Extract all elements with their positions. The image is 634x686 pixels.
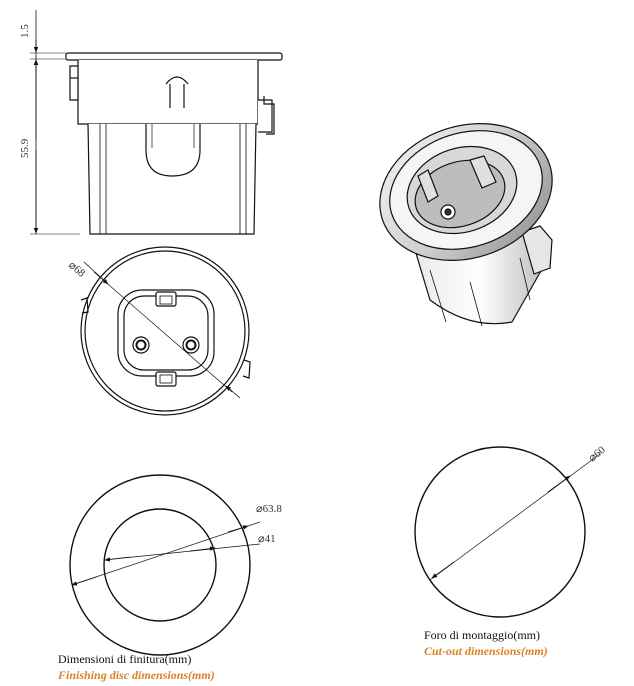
iso-view bbox=[379, 122, 553, 327]
finishing-disc bbox=[69, 474, 261, 656]
dim-body-height: 55.9 bbox=[19, 138, 31, 158]
cutout-caption-it: Foro di montaggio(mm) bbox=[424, 628, 540, 642]
cutout-circle bbox=[414, 446, 601, 618]
dim-finishing-inner: ⌀41 bbox=[258, 533, 276, 545]
side-view bbox=[30, 10, 283, 235]
finishing-caption-it: Dimensioni di finitura(mm) bbox=[58, 652, 192, 666]
dim-flange-height: 1.5 bbox=[19, 24, 31, 38]
finishing-caption-en: Finishing disc dimensions(mm) bbox=[58, 668, 215, 682]
cutout-caption-en: Cut-out dimensions(mm) bbox=[424, 644, 548, 658]
dim-finishing-outer: ⌀63.8 bbox=[256, 503, 282, 515]
top-view bbox=[80, 246, 251, 416]
